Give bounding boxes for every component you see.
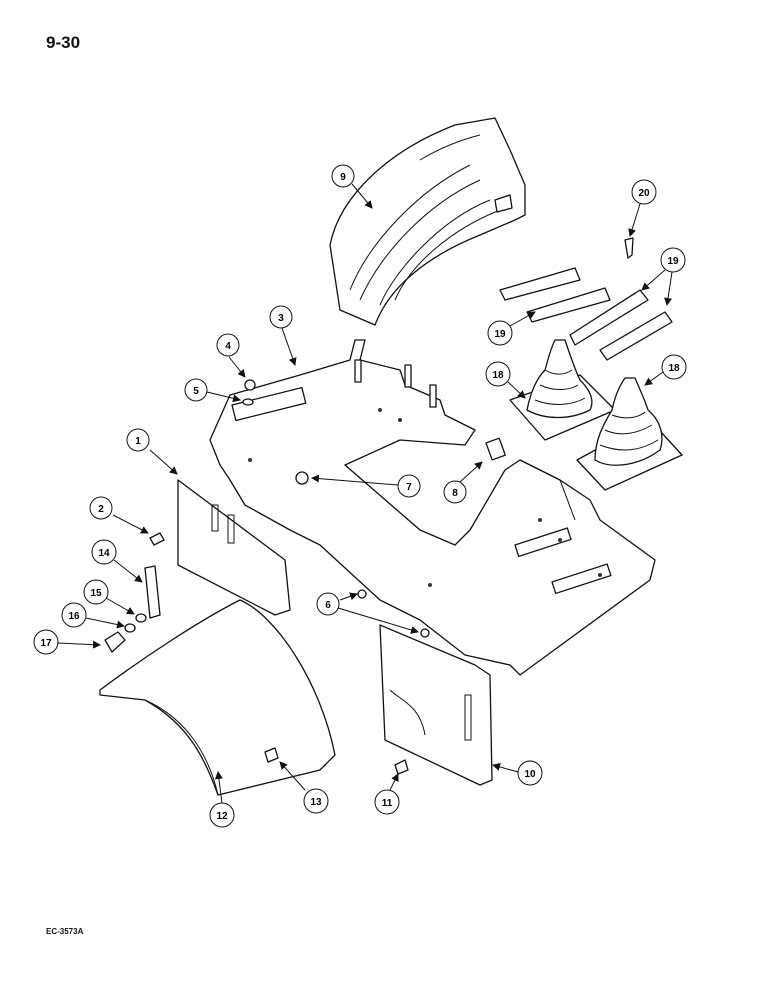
svg-text:19: 19 [667,256,679,267]
svg-text:17: 17 [40,638,52,649]
callout-8: 8 [443,461,483,504]
svg-text:8: 8 [452,488,458,499]
svg-text:1: 1 [135,436,141,447]
callout-19-left: 19 [487,311,536,346]
callout-3: 3 [269,305,297,366]
callout-17: 17 [33,629,101,655]
svg-text:13: 13 [310,797,322,808]
callout-15: 15 [83,579,135,615]
svg-text:18: 18 [668,363,680,374]
console-cover [329,117,526,326]
floor-plate [209,339,656,676]
figure-code: EC-3573A [46,927,84,936]
svg-text:15: 15 [90,588,102,599]
left-side-panel [177,479,291,616]
callout-5: 5 [184,378,241,403]
svg-text:20: 20 [638,188,650,199]
gear-lever-boot-left [509,339,616,441]
callout-10: 10 [492,760,543,786]
svg-text:16: 16 [68,611,80,622]
retaining-strips [499,267,673,361]
svg-text:19: 19 [494,329,506,340]
callout-16: 16 [61,602,125,629]
callout-18-right: 18 [644,354,687,386]
callout-7: 7 [311,474,421,498]
callout-9: 9 [331,164,373,209]
svg-text:3: 3 [278,313,284,324]
hardware-parts [104,237,634,775]
svg-text:10: 10 [524,769,536,780]
svg-text:9: 9 [340,172,346,183]
callout-14: 14 [91,539,143,583]
svg-text:12: 12 [216,811,228,822]
page-number: 9-30 [46,33,81,52]
callout-19-right: 19 [641,247,686,306]
callout-1: 1 [126,428,178,475]
right-side-panel [379,624,493,786]
gear-lever-boot-right [576,377,683,491]
callout-13: 13 [279,761,329,814]
callout-20: 20 [628,179,657,237]
svg-text:4: 4 [225,341,231,352]
callout-6: 6 [316,592,419,634]
callout-4: 4 [216,333,246,378]
svg-text:18: 18 [492,370,504,381]
svg-text:7: 7 [406,482,412,493]
callout-18-left: 18 [485,361,526,399]
svg-text:11: 11 [382,798,393,809]
callout-12: 12 [209,771,235,828]
callout-11: 11 [374,773,400,815]
callout-2: 2 [89,496,149,534]
tunnel-cover [99,599,336,796]
svg-text:14: 14 [98,548,110,559]
svg-text:2: 2 [98,504,104,515]
svg-text:6: 6 [325,600,331,611]
svg-text:5: 5 [193,386,199,397]
